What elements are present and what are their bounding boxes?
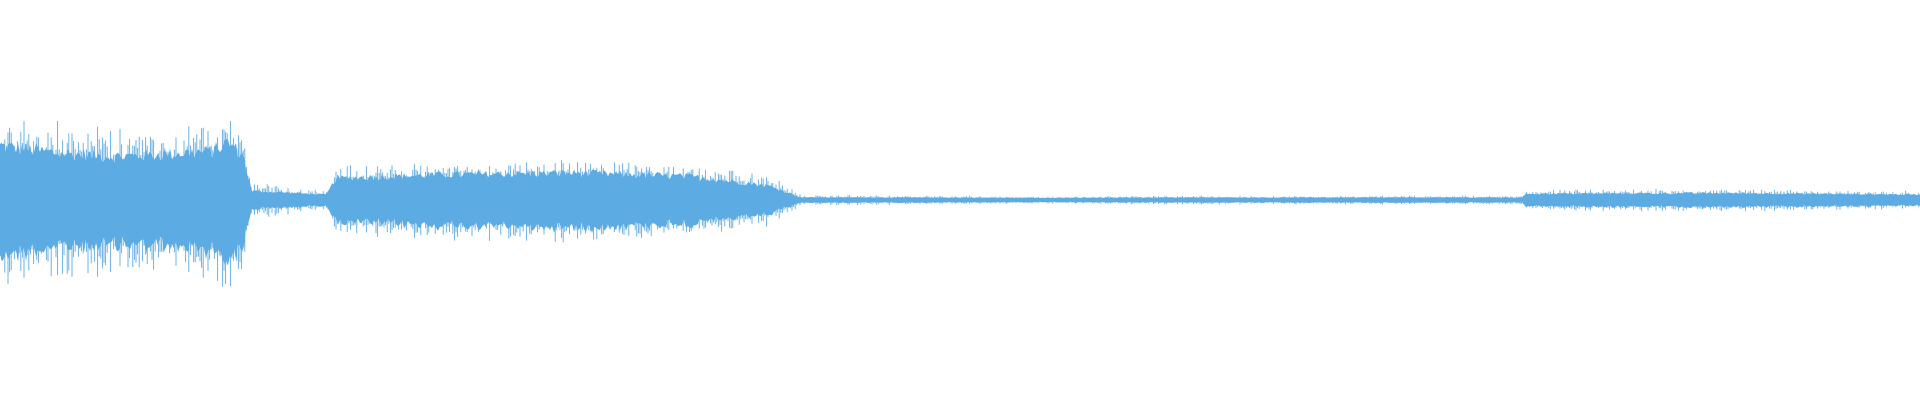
waveform-peaks (0, 121, 1920, 287)
